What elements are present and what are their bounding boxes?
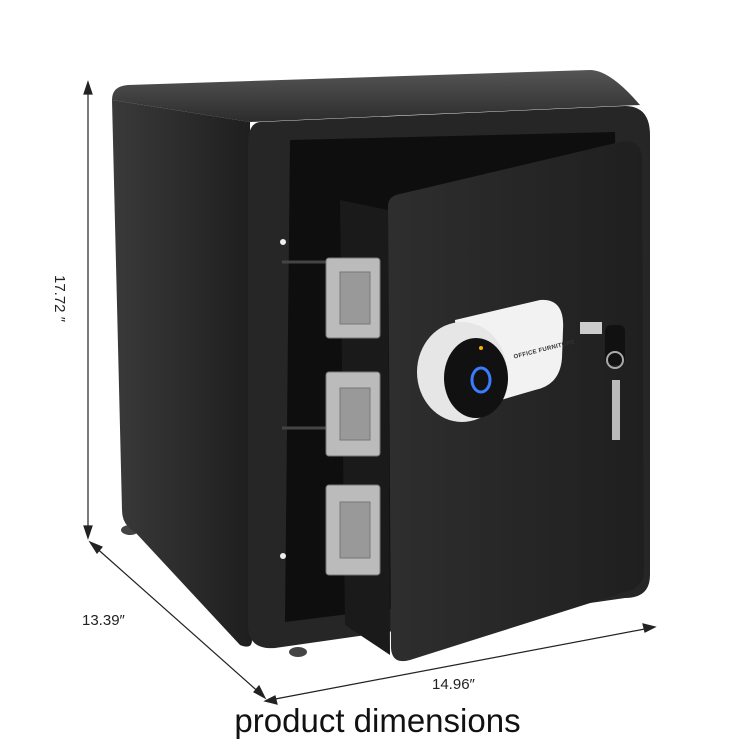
depth-dimension-label: 13.39″ — [82, 612, 125, 629]
locking-bolts — [325, 257, 381, 576]
safe-top — [112, 70, 640, 122]
safe-door — [388, 141, 644, 662]
key-icon — [580, 322, 625, 440]
width-dimension-label: 14.96″ — [432, 676, 475, 693]
foot — [289, 647, 307, 657]
fingerprint-lock — [417, 299, 564, 422]
fingerprint-sensor-icon[interactable] — [470, 366, 492, 394]
safe-side — [112, 100, 252, 647]
caption: product dimensions — [234, 702, 521, 739]
dimension-arrows — [83, 80, 657, 705]
height-dimension-label: 17.72 ″ — [51, 274, 69, 323]
